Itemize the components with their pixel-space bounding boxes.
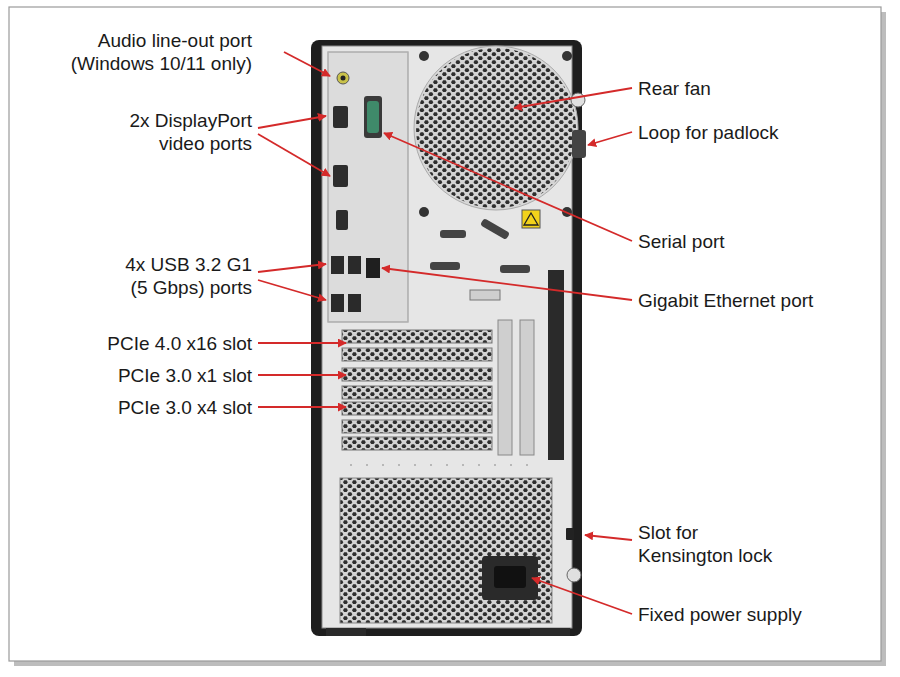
power-socket	[482, 556, 538, 600]
serial-port	[367, 101, 379, 133]
callout-label: PCIe 3.0 x4 slot	[52, 396, 252, 419]
hdmi-port	[336, 210, 348, 230]
callout-label: 2x DisplayPort video ports	[115, 109, 252, 155]
callout-label: Gigabit Ethernet port	[638, 289, 813, 312]
displayport	[333, 165, 348, 187]
serial-plate	[364, 96, 382, 138]
frame	[9, 7, 881, 661]
callout-label: 4x USB 3.2 G1 (5 Gbps) ports	[115, 253, 252, 299]
callout-label: PCIe 3.0 x1 slot	[52, 364, 252, 387]
callout-label: Rear fan	[638, 77, 711, 100]
callout-label: Serial port	[638, 230, 725, 253]
ethernet-port	[366, 258, 380, 278]
leader-lines	[258, 52, 632, 614]
callout-label: Loop for padlock	[638, 121, 779, 144]
psu-grille	[340, 478, 552, 623]
callout-label: Fixed power supply	[638, 603, 802, 626]
case	[311, 40, 582, 636]
io-shield	[328, 52, 408, 322]
displayport	[333, 106, 348, 128]
pcie-slot	[342, 330, 492, 343]
padlock-loop	[572, 130, 586, 158]
usb-port	[331, 256, 344, 274]
callout-label: PCIe 4.0 x16 slot	[52, 332, 252, 355]
kensington-slot	[566, 528, 574, 540]
audio-jack	[337, 72, 349, 84]
callout-label: Audio line-out port (Windows 10/11 only)	[52, 29, 252, 75]
callout-label: Slot for Kensington lock	[638, 521, 790, 567]
